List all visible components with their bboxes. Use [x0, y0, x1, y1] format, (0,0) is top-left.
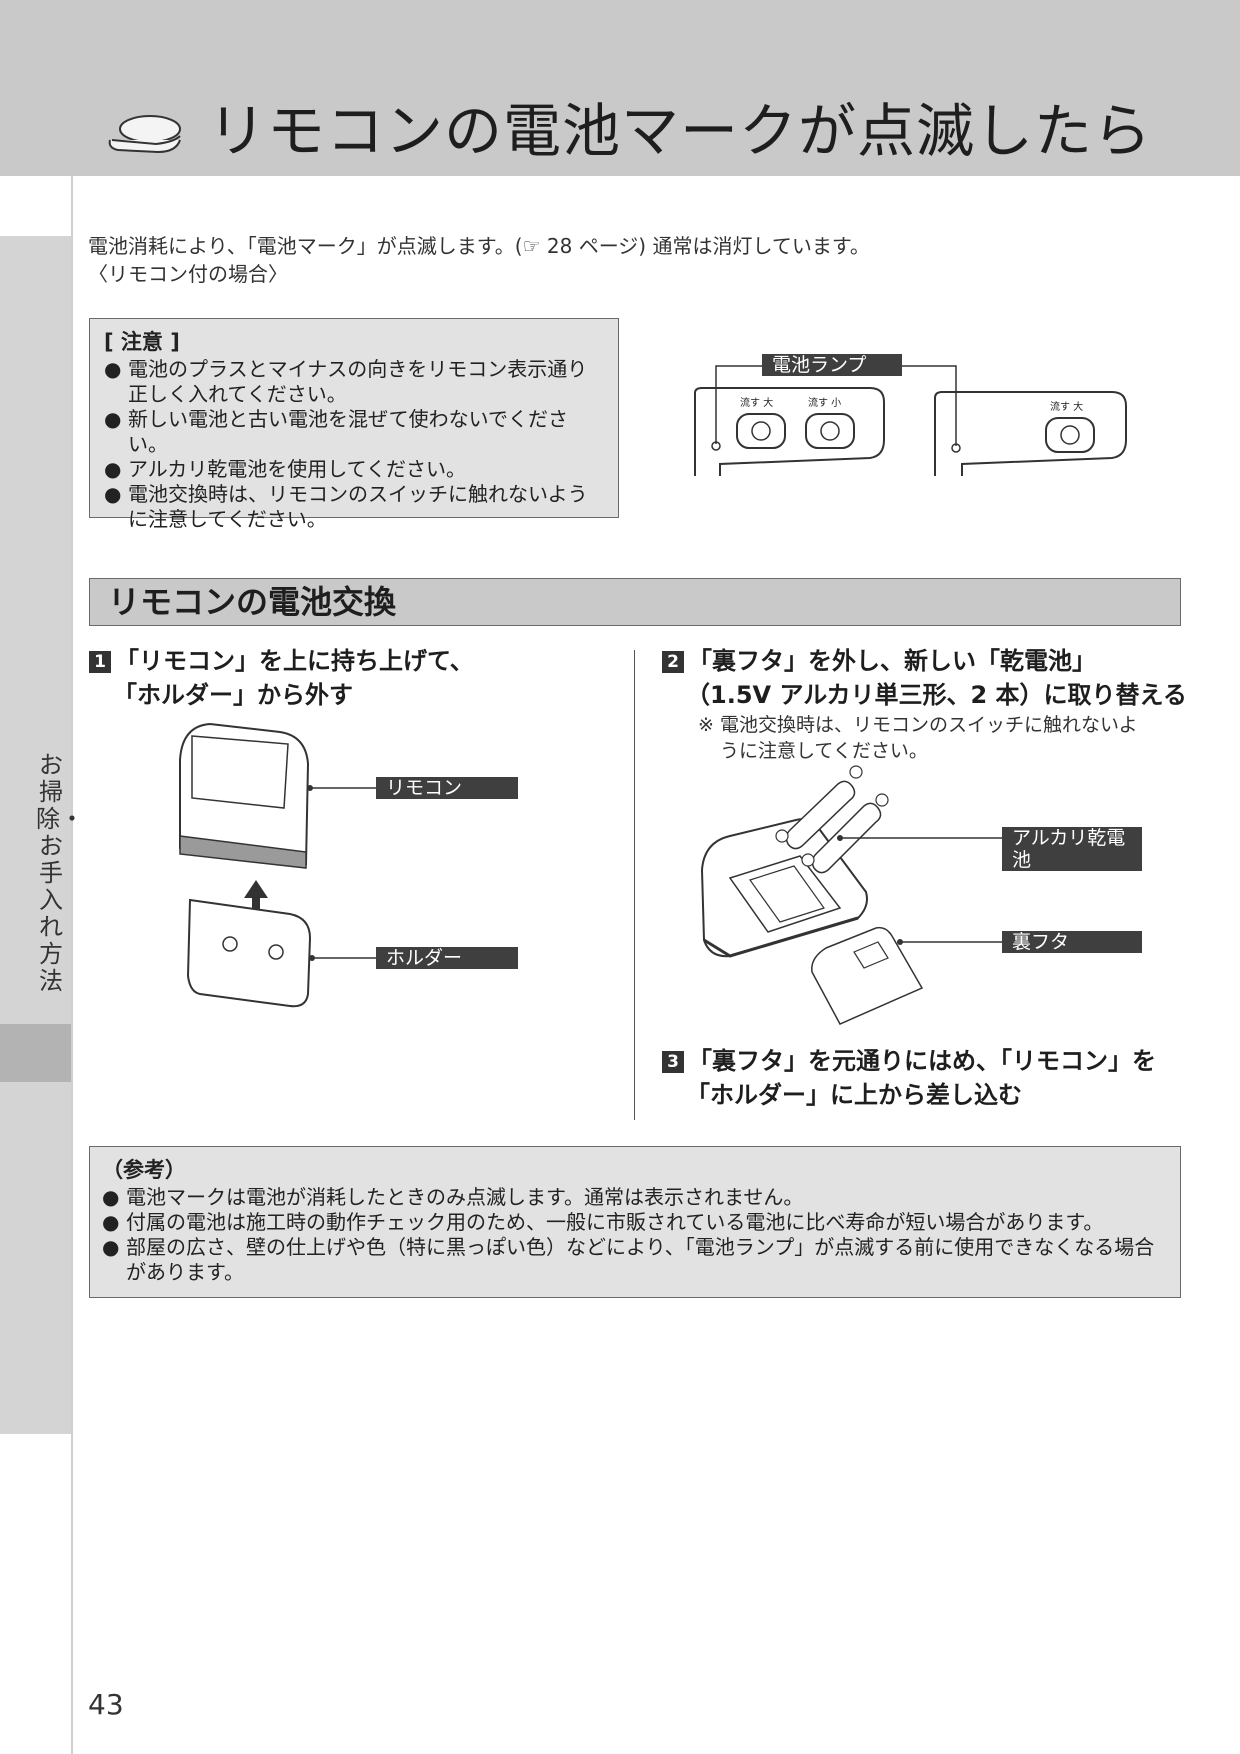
caution-item: ●アルカリ乾電池を使用してください。 — [104, 457, 466, 481]
right-button-label: 流す 大 — [1050, 402, 1084, 413]
reference-box: （参考） ●電池マークは電池が消耗したときのみ点滅します。通常は表示されません。… — [89, 1146, 1181, 1298]
left-button-2-label: 流す 小 — [808, 398, 842, 409]
page-number: 43 — [88, 1688, 124, 1721]
left-button-1-label: 流す 大 — [740, 398, 774, 409]
step-number: 3 — [662, 1051, 684, 1073]
toilet-seat-icon — [108, 115, 181, 154]
section-header: リモコンの電池交換 — [89, 578, 1181, 626]
step-number: 1 — [89, 651, 111, 673]
remote-label: リモコン — [376, 777, 518, 799]
step-number: 2 — [662, 651, 684, 673]
intro-line-2: 〈リモコン付の場合〉 — [88, 262, 288, 286]
column-divider — [634, 650, 635, 1120]
page-title: リモコンの電池マークが点滅したら — [208, 97, 1153, 165]
intro-text: 電池消耗により、「電池マーク」が点滅します。(☞ 28 ページ) 通常は消灯して… — [88, 232, 870, 288]
holder-label: ホルダー — [376, 947, 518, 969]
step-2: 2「裏フタ」を外し、新しい「乾電池」 （1.5V アルカリ単三形、2 本）に取り… — [662, 644, 1187, 712]
battery-label: アルカリ乾電池 — [1002, 827, 1142, 871]
caution-title: [ 注意 ] — [104, 330, 180, 354]
reference-item: ●付属の電池は施工時の動作チェック用のため、一般に市販されている電池に比べ寿命が… — [102, 1210, 1104, 1234]
reference-item: ●電池マークは電池が消耗したときのみ点滅します。通常は表示されません。 — [102, 1185, 804, 1209]
side-tab-label: お掃除・お手入れ方法 — [36, 751, 84, 995]
step-1-diagram: リモコン ホルダー — [170, 712, 530, 1012]
margin-line — [71, 176, 73, 1754]
caution-item: ●電池のプラスとマイナスの向きをリモコン表示通り正しく入れてください。 — [104, 357, 588, 406]
intro-line-1: 電池消耗により、「電池マーク」が点滅します。(☞ 28 ページ) 通常は消灯して… — [88, 234, 870, 258]
battery-lamp-label: 電池ランプ — [762, 354, 902, 376]
remote-panel-diagram: 電池ランプ 流す 大 流す 小 流す 大 — [680, 348, 1140, 487]
reference-item: ●部屋の広さ、壁の仕上げや色（特に黒っぽい色）などにより、「電池ランプ」が点滅す… — [102, 1235, 1155, 1284]
step-3: 3「裏フタ」を元通りにはめ、「リモコン」を 「ホルダー」に上から差し込む — [662, 1044, 1156, 1112]
step-2-note: ※ 電池交換時は、リモコンのスイッチに触れないよ うに注意してください。 — [698, 714, 1138, 762]
caution-item: ●電池交換時は、リモコンのスイッチに触れないように注意してください。 — [104, 482, 588, 531]
step-2-diagram: アルカリ乾電池 裏フタ — [690, 760, 1150, 1040]
reference-title: （参考） — [102, 1158, 186, 1182]
side-tab-marker — [0, 1024, 71, 1082]
back-cover-label: 裏フタ — [1002, 931, 1142, 953]
page-header: リモコンの電池マークが点滅したら — [0, 0, 1240, 176]
side-tab — [0, 236, 71, 1434]
section-title: リモコンの電池交換 — [108, 583, 397, 621]
caution-box: [ 注意 ] ●電池のプラスとマイナスの向きをリモコン表示通り正しく入れてくださ… — [89, 318, 619, 531]
step-1: 1「リモコン」を上に持ち上げて、 「ホルダー」から外す — [89, 644, 474, 712]
caution-item: ●新しい電池と古い電池を混ぜて使わないでください。 — [104, 407, 568, 456]
